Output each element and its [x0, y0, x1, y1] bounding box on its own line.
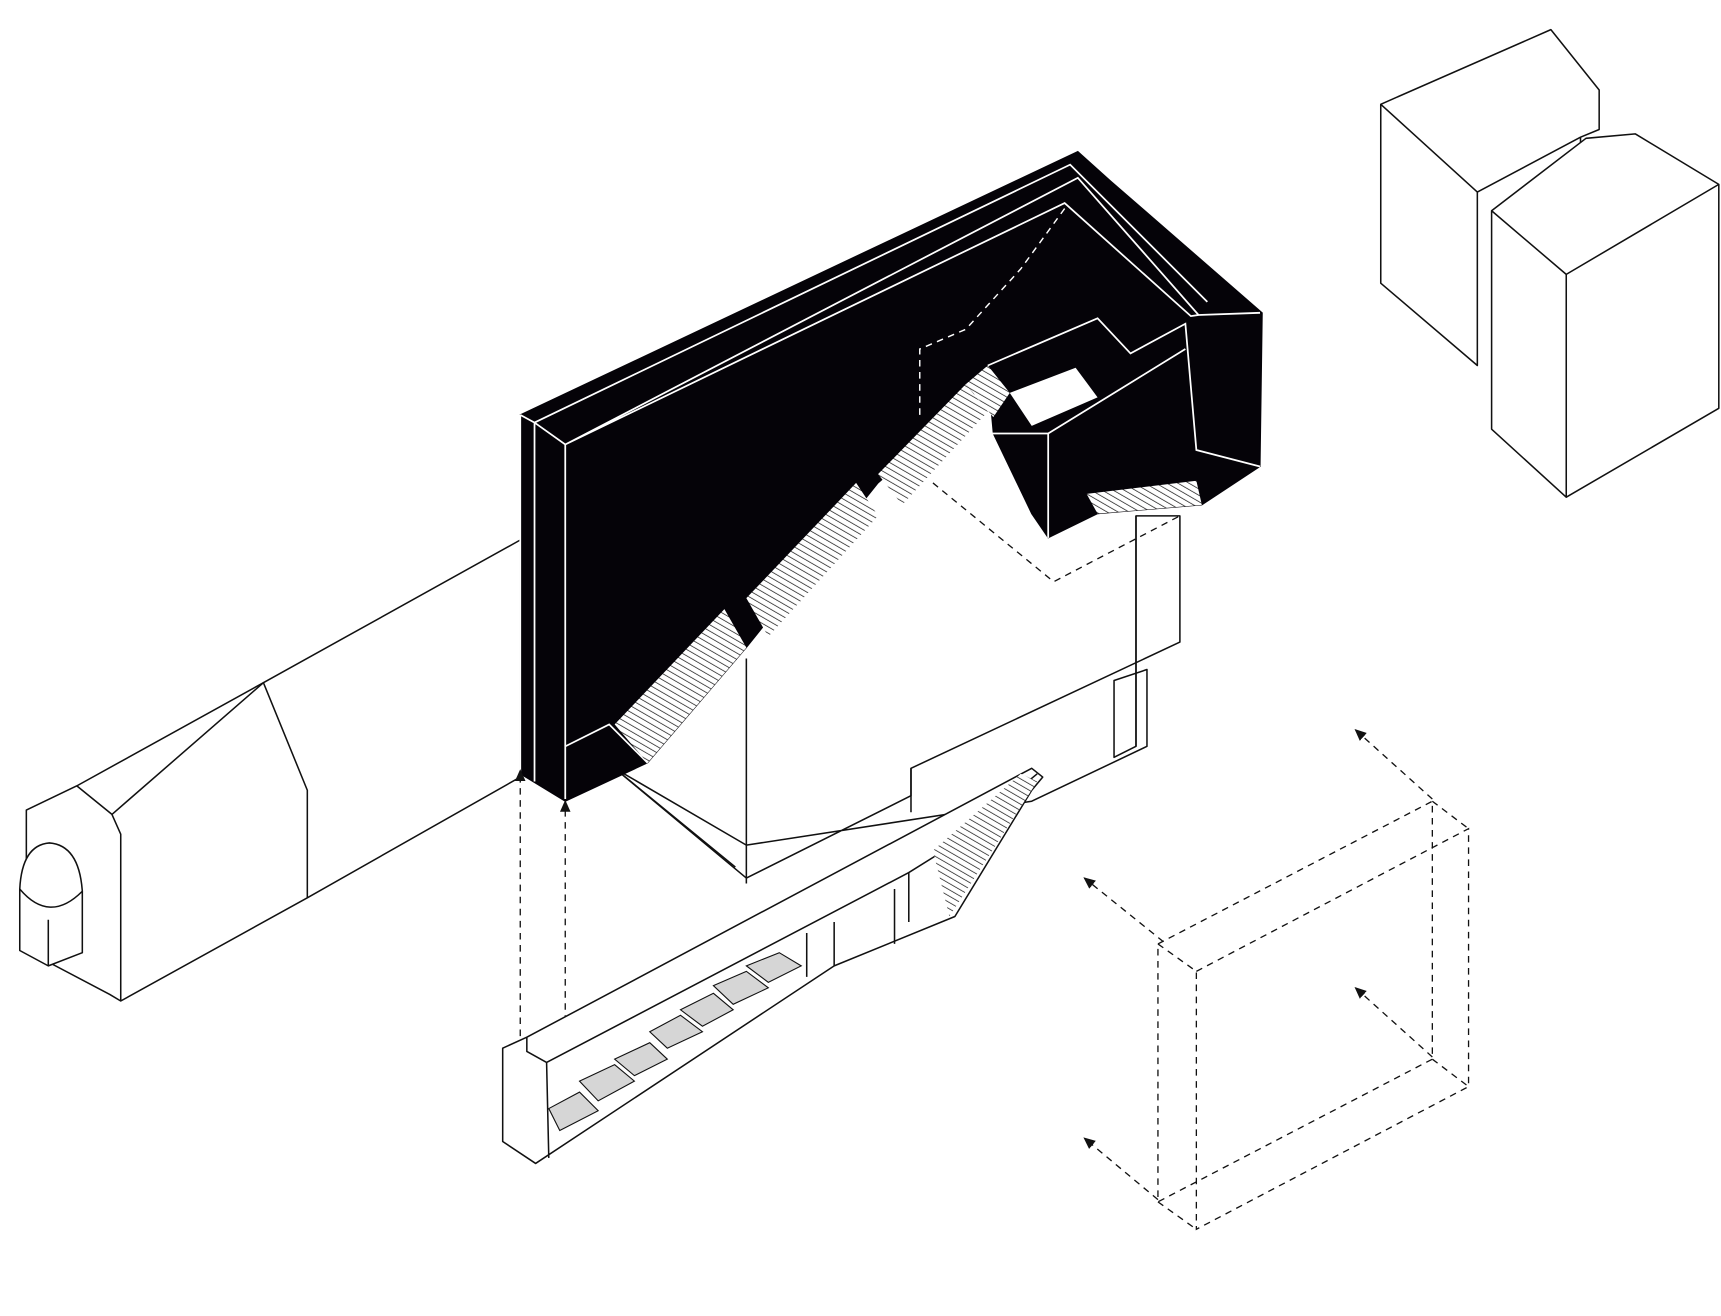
projection-lines	[514, 769, 571, 1071]
stair-strip	[965, 365, 1010, 418]
roof-opening	[1009, 367, 1098, 426]
passage-stair	[932, 773, 1038, 917]
white-volume	[613, 482, 1181, 884]
neighbour-buildings	[1379, 28, 1720, 498]
direction-arrow	[1083, 1137, 1159, 1201]
direction-arrow	[1083, 877, 1164, 943]
direction-arrow	[1354, 986, 1433, 1058]
stair-strip	[878, 384, 988, 505]
passage-steps	[548, 952, 803, 1132]
existing-long-building	[18, 539, 522, 1002]
black-mass	[519, 150, 1263, 802]
direction-arrow	[1354, 729, 1433, 800]
underground-passage	[501, 767, 1044, 1165]
stair-strip	[614, 609, 747, 763]
dashed-volume	[1083, 729, 1470, 1231]
stair-strip	[1086, 480, 1202, 514]
stair-strip	[746, 482, 879, 637]
